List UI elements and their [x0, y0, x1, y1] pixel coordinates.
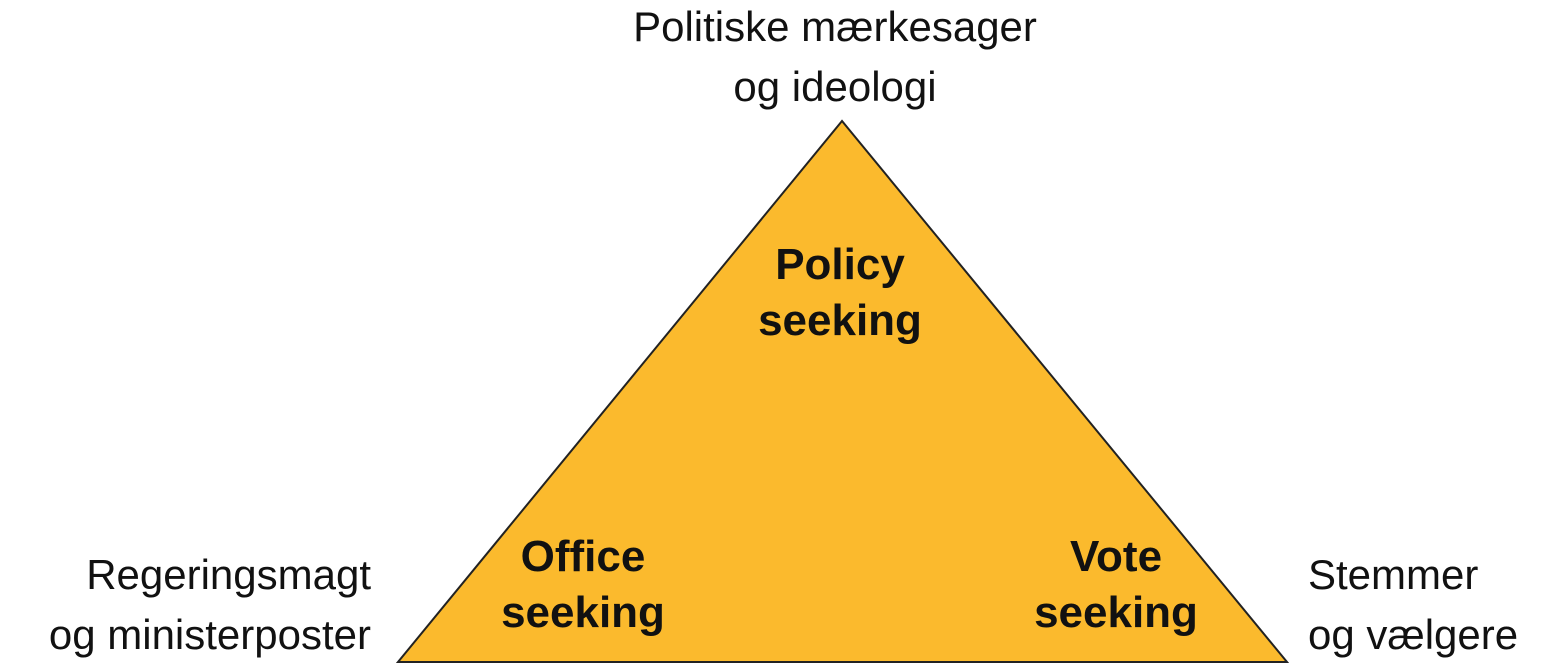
vote-seeking-label: Vote seeking: [966, 529, 1266, 641]
policy-seeking-line-1: Policy: [775, 240, 905, 289]
vote-seeking-line-1: Vote: [1069, 532, 1163, 581]
bottom-left-vertex-label-line-1: Regeringsmagt: [86, 551, 371, 598]
top-vertex-label-line-2: og ideologi: [733, 63, 937, 110]
bottom-right-vertex-label-line-2: og vælgere: [1308, 611, 1519, 658]
goals-triangle: [395, 119, 1290, 663]
office-seeking-line-1: Office: [520, 532, 646, 581]
policy-seeking-line-2: seeking: [758, 296, 922, 345]
office-seeking-line-2: seeking: [501, 588, 665, 637]
top-vertex-label-line-1: Politiske mærkesager: [633, 3, 1037, 50]
bottom-left-vertex-label-line-2: og ministerposter: [48, 611, 371, 658]
vote-seeking-line-2: seeking: [1034, 588, 1198, 637]
bottom-right-vertex-label-line-1: Stemmer: [1308, 551, 1479, 598]
office-seeking-label: Office seeking: [433, 529, 733, 641]
bottom-right-vertex-label: Stemmer og vælgere: [1308, 545, 1518, 665]
top-vertex-label: Politiske mærkesager og ideologi: [560, 0, 1110, 117]
policy-seeking-label: Policy seeking: [690, 237, 990, 349]
bottom-left-vertex-label: Regeringsmagt og ministerposter: [49, 545, 371, 665]
